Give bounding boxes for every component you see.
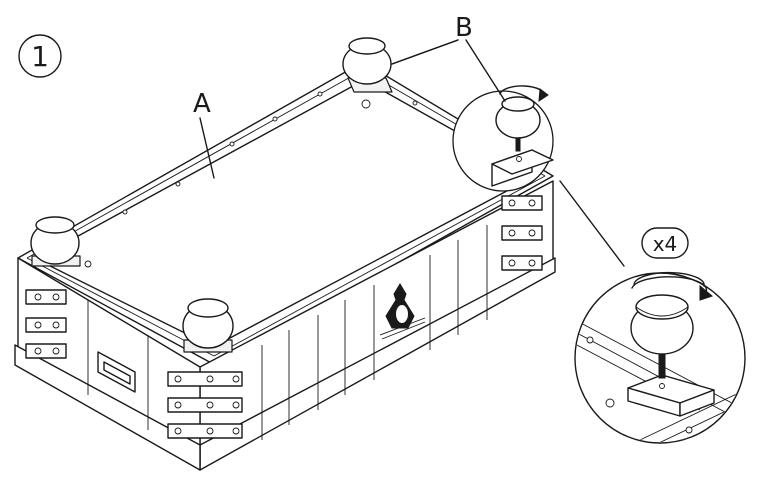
side-apron [14, 257, 201, 471]
step-number: 1 [31, 40, 49, 73]
detail-circle-b [452, 85, 554, 192]
side-handle [97, 351, 136, 393]
label-b: B [455, 13, 473, 43]
step-number-badge: 1 [18, 34, 62, 78]
foot-back [342, 37, 393, 93]
quantity-label: x4 [653, 232, 678, 256]
corner-brackets [25, 195, 543, 439]
lock-plate [379, 283, 426, 340]
detail-circle-x4 [574, 271, 746, 444]
clockwise-arrow-icon [631, 271, 714, 301]
foot-left [30, 216, 81, 267]
front-apron [199, 180, 556, 471]
foot-front [182, 298, 234, 353]
label-a: A [193, 89, 211, 119]
quantity-badge: x4 [641, 227, 689, 259]
